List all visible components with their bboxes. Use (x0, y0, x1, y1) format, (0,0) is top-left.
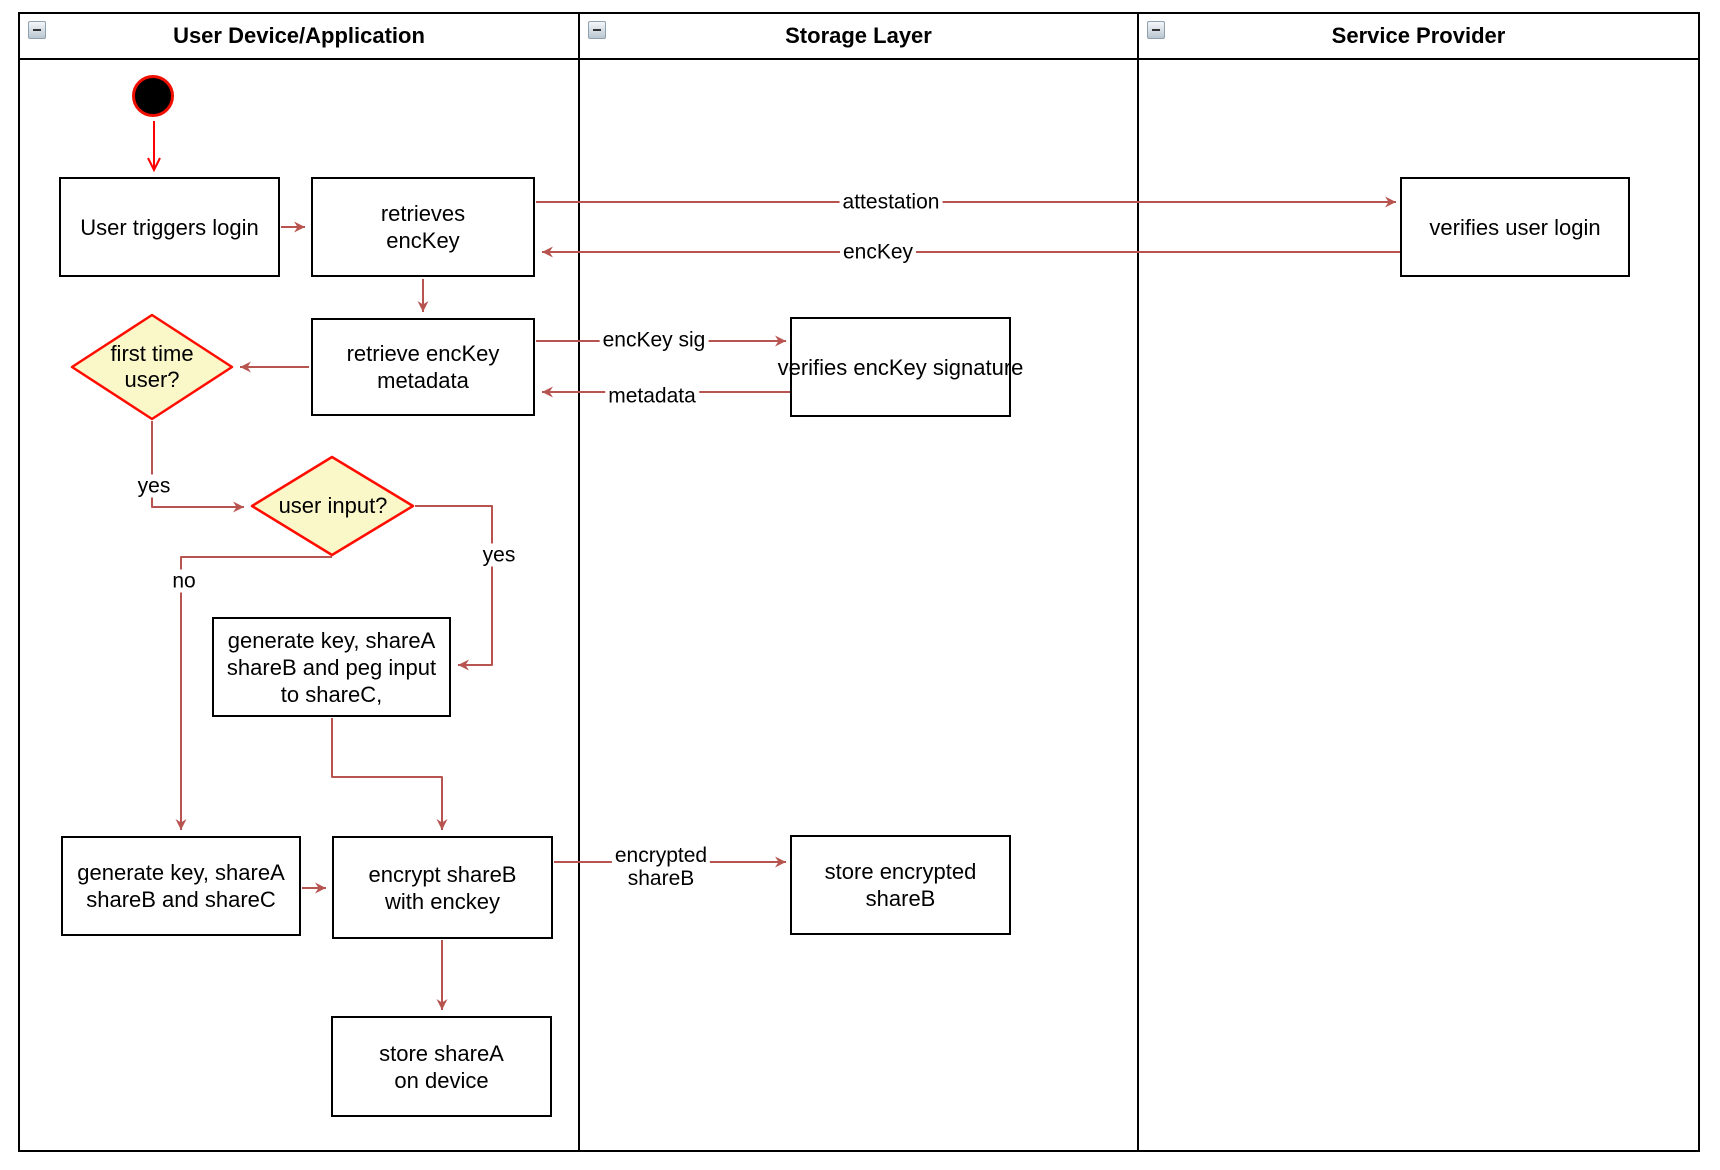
node-store-encrypted-shareb[interactable]: store encrypted shareB (790, 835, 1011, 935)
decision-user-input-label[interactable]: user input? (278, 493, 388, 518)
edge-label-attestation[interactable]: attestation (839, 190, 943, 214)
collapse-minus-icon[interactable] (28, 21, 46, 39)
node-verifies-enckey-signature[interactable]: verifies encKey signature (778, 317, 1023, 417)
edge-label-no-user-input[interactable]: no (169, 569, 199, 593)
edge-label-yes-user-input[interactable]: yes (479, 543, 519, 567)
node-retrieves-enckey[interactable]: retrieves encKey (311, 177, 535, 277)
start-state-circle[interactable] (132, 75, 174, 117)
node-encrypt-shareb[interactable]: encrypt shareB with enckey (332, 836, 553, 939)
lane-title: Storage Layer (785, 23, 932, 48)
lane-header-storage-layer[interactable]: Storage Layer (580, 14, 1137, 60)
edge-label-enckey-sig[interactable]: encKey sig (599, 328, 709, 352)
node-user-triggers-login[interactable]: User triggers login (59, 177, 280, 277)
lane-title: User Device/Application (173, 23, 425, 48)
lane-header-service-provider[interactable]: Service Provider (1139, 14, 1698, 60)
lane-storage-layer: Storage Layer (580, 14, 1139, 1150)
node-retrieve-enckey-metadata[interactable]: retrieve encKey metadata (311, 318, 535, 416)
decision-first-time-user-label[interactable]: first time user? (110, 341, 194, 392)
edge-label-enckey[interactable]: encKey (839, 240, 917, 264)
lane-user-device: User Device/Application (20, 14, 580, 1150)
collapse-minus-icon[interactable] (588, 21, 606, 39)
collapse-minus-icon[interactable] (1147, 21, 1165, 39)
node-generate-key-peg-input[interactable]: generate key, shareA shareB and peg inpu… (212, 617, 451, 717)
node-verifies-user-login[interactable]: verifies user login (1400, 177, 1630, 277)
lane-service-provider: Service Provider (1139, 14, 1698, 1150)
edge-label-metadata[interactable]: metadata (605, 384, 699, 408)
node-generate-key-sharec[interactable]: generate key, shareA shareB and shareC (61, 836, 301, 936)
lane-header-user-device[interactable]: User Device/Application (20, 14, 578, 60)
lane-title: Service Provider (1331, 23, 1506, 48)
edge-label-encrypted-shareb[interactable]: encrypted shareB (611, 844, 711, 890)
swimlane-pool: User Device/Application Storage Layer Se… (18, 12, 1700, 1152)
node-store-sharea-on-device[interactable]: store shareA on device (331, 1016, 552, 1117)
edge-label-yes-first-time[interactable]: yes (134, 474, 174, 498)
